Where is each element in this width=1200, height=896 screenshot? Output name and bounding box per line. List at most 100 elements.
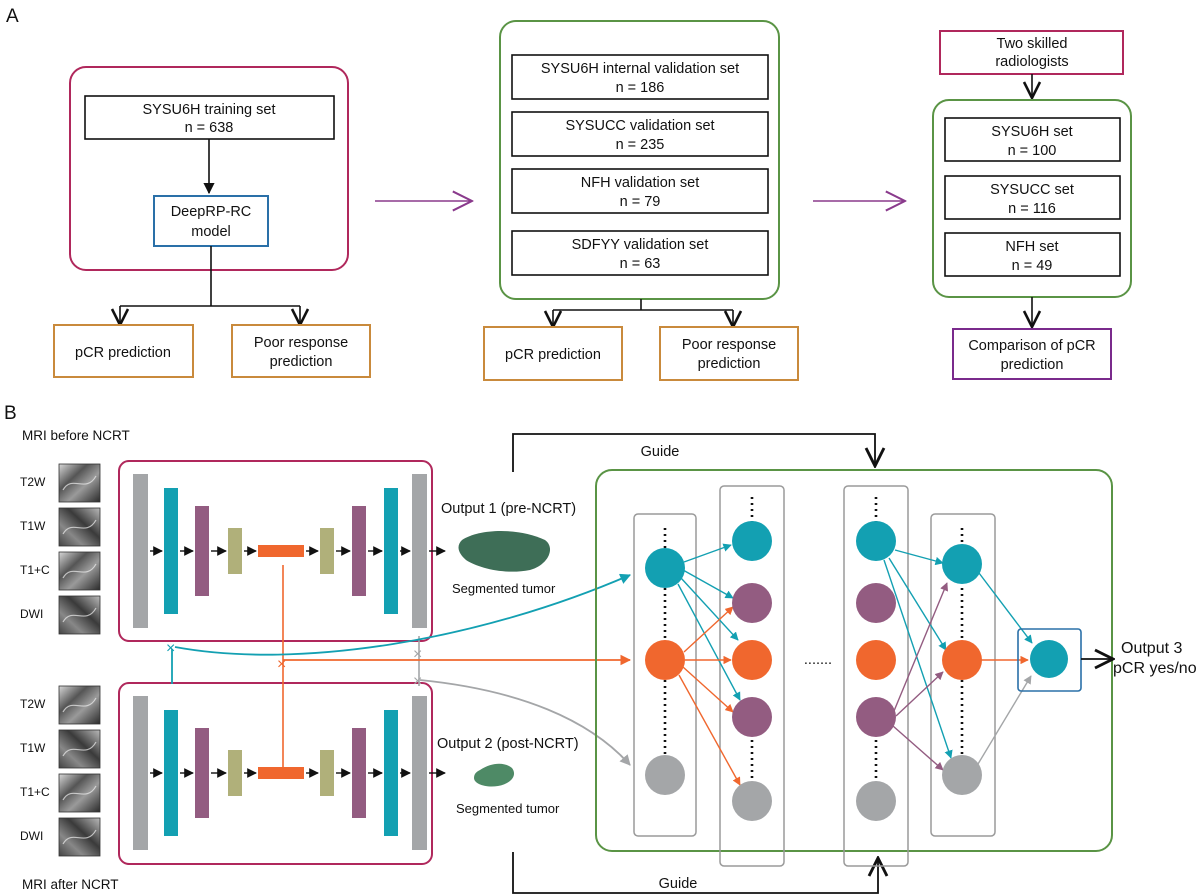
teal-merge-mark: × — [166, 640, 175, 657]
mri-thumbnail — [58, 463, 101, 503]
left-poor-box — [231, 324, 371, 378]
mri-texture — [62, 519, 97, 535]
mri-after-title: MRI after NCRT — [22, 877, 119, 892]
radiologists-label: Two skilled — [997, 36, 1068, 52]
mri-sequence-label: T2W — [20, 697, 46, 711]
left-pcr-box — [53, 324, 194, 378]
left-pcr-label: pCR prediction — [75, 345, 171, 361]
panel-b-letter: B — [4, 403, 17, 424]
unet-input-layer — [133, 696, 148, 850]
output3-label: Output 3 — [1121, 640, 1182, 657]
mri-thumbnail — [58, 595, 101, 635]
unet-encoder-layer-2 — [195, 728, 209, 818]
unet-input-layer — [133, 474, 148, 628]
mri-texture — [62, 607, 97, 623]
guide-arrow-top — [512, 433, 875, 472]
model-box — [153, 195, 269, 247]
mri-sequence-label: DWI — [20, 829, 43, 843]
unet-encoder-layer-2 — [195, 506, 209, 596]
validation-group-frame — [499, 20, 780, 300]
panel-a-letter: A — [6, 6, 19, 27]
radiologists-box — [939, 30, 1124, 75]
output3-answer: pCR yes/no — [1113, 660, 1197, 677]
gray-merge-mark-top: × — [413, 646, 422, 663]
unet-encoder-layer-3 — [228, 528, 242, 574]
mri-sequence-label: T2W — [20, 475, 46, 489]
guide-arrow-bottom — [512, 852, 878, 894]
net-connection — [680, 577, 739, 641]
model-label-2: model — [191, 224, 231, 240]
reader-set-box — [944, 175, 1121, 220]
net-node — [856, 640, 896, 680]
net-connection — [894, 549, 944, 566]
net-connection — [978, 572, 1033, 644]
segmented-tumor-post-label: Segmented tumor — [456, 801, 560, 816]
net-connection — [677, 583, 741, 701]
validation-set-box — [511, 111, 769, 157]
net-connection — [892, 725, 944, 771]
middle-poor-box — [659, 326, 799, 381]
reader-set-label: SYSU6H set — [991, 124, 1072, 140]
net-connection — [893, 582, 948, 712]
net-node — [856, 583, 896, 623]
segmented-tumor-pre-label: Segmented tumor — [452, 581, 556, 596]
net-node — [645, 640, 685, 680]
mri-sequence-label: T1+C — [20, 563, 50, 577]
gray-merge-mark-bottom: × — [413, 673, 422, 690]
unet-bottleneck — [258, 545, 304, 557]
middle-pcr-label: pCR prediction — [505, 347, 601, 363]
net-node — [732, 697, 772, 737]
segmented-tumor-pre — [458, 531, 551, 572]
reader-set-box — [944, 232, 1121, 277]
net-connection — [683, 543, 732, 563]
unet-decoder-layer-3 — [384, 488, 398, 614]
net-connection — [683, 606, 734, 653]
validation-set-count: n = 63 — [620, 256, 661, 272]
unet-output-layer — [412, 474, 427, 628]
mri-sequence-label: T1W — [20, 519, 46, 533]
net-node — [645, 548, 685, 588]
reader-set-label: NFH set — [1005, 239, 1058, 255]
validation-set-box — [511, 54, 769, 100]
middle-poor-label-2: prediction — [698, 356, 761, 372]
mri-texture — [62, 741, 97, 757]
validation-set-label: SDFYY validation set — [572, 237, 709, 253]
model-label: DeepRP-RC — [171, 204, 252, 220]
radiologists-label-2: radiologists — [995, 54, 1068, 70]
validation-set-label: NFH validation set — [581, 175, 699, 191]
net-connection — [883, 559, 953, 759]
unet-pre-layers — [133, 474, 446, 628]
unet-decoder-layer-1 — [320, 750, 334, 796]
unet-encoder-layer-1 — [164, 710, 178, 836]
output-node — [1030, 640, 1068, 678]
mri-thumbnail — [58, 817, 101, 857]
training-group-frame — [69, 66, 349, 271]
unet-output-layer — [412, 696, 427, 850]
net-node — [732, 781, 772, 821]
validation-set-label: SYSU6H internal validation set — [541, 61, 739, 77]
reader-set-box — [944, 117, 1121, 162]
net-node — [942, 544, 982, 584]
unet-encoder-layer-3 — [228, 750, 242, 796]
reader-set-count: n = 116 — [1008, 201, 1056, 217]
training-set-count: n = 638 — [185, 120, 234, 136]
net-connection — [895, 671, 944, 717]
net-node — [856, 781, 896, 821]
mri-texture — [62, 563, 97, 579]
unet-bottleneck — [258, 767, 304, 779]
unet-decoder-layer-1 — [320, 528, 334, 574]
mri-sequence-label: T1+C — [20, 785, 50, 799]
net-node — [942, 640, 982, 680]
mri-thumbnail — [58, 685, 101, 725]
mri-sequence-label: DWI — [20, 607, 43, 621]
comparison-box — [952, 328, 1112, 380]
orange-merge-mark: × — [277, 656, 286, 673]
unet-post-layers — [133, 696, 446, 850]
validation-set-label: SYSUCC validation set — [565, 118, 714, 134]
mri-thumbnail — [58, 507, 101, 547]
layers-ellipsis: ....... — [804, 652, 832, 668]
net-node — [732, 640, 772, 680]
